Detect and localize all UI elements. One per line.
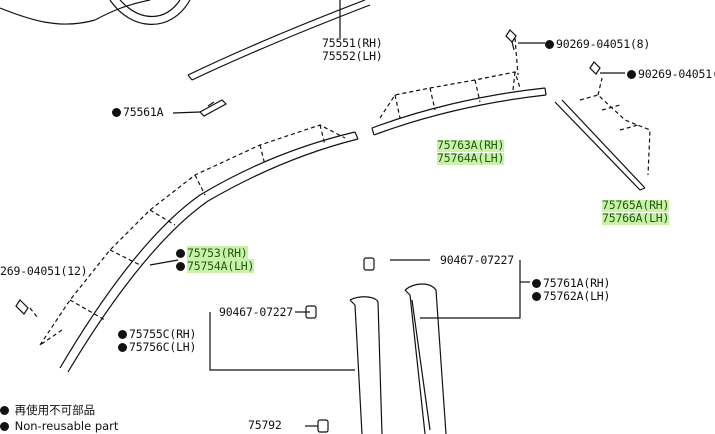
label-75552: 75552(LH) xyxy=(322,49,383,63)
leader-lines xyxy=(149,0,530,427)
rear-pillar-garnish xyxy=(404,283,447,434)
non-reusable-dot xyxy=(176,262,185,271)
label-75764a: 75764A(LH) xyxy=(437,151,505,165)
label-75762a: 75762A(LH) xyxy=(532,290,610,303)
pillar-molding xyxy=(59,131,359,373)
label-75755c: 75755C(RH) xyxy=(118,328,196,341)
label-75763a: 75763A(RH) xyxy=(437,138,505,152)
clip-75561a xyxy=(199,99,227,117)
roof-molding xyxy=(187,0,371,81)
non-reusable-dot xyxy=(118,343,127,352)
center-pillar-garnish xyxy=(349,296,383,434)
label-90269-partial: 90269-04051( xyxy=(627,68,715,81)
front-molding-dashed-box xyxy=(379,37,521,119)
non-reusable-dot xyxy=(176,249,185,258)
non-reusable-dot xyxy=(112,108,121,117)
front-door-molding xyxy=(371,87,547,136)
non-reusable-dot xyxy=(532,292,541,301)
rear-door-molding xyxy=(554,99,646,191)
label-269-04051-12: 269-04051(12) xyxy=(0,264,88,278)
non-reusable-dot xyxy=(545,40,554,49)
label-75753: 75753(RH) xyxy=(176,246,248,260)
screw-3 xyxy=(15,299,29,315)
non-reusable-dot xyxy=(532,279,541,288)
grommet-2 xyxy=(305,305,317,319)
grommet-3 xyxy=(317,419,329,433)
screw-2 xyxy=(589,61,625,75)
label-90269-8: 90269-04051(8) xyxy=(545,38,650,51)
label-90467-lower: 90467-07227 xyxy=(219,305,293,319)
legend-dot xyxy=(0,406,9,415)
label-75766a: 75766A(LH) xyxy=(602,211,670,225)
grommet-1 xyxy=(363,257,375,271)
pillar-dashed-box xyxy=(29,124,346,346)
label-75761a: 75761A(RH) xyxy=(532,277,610,290)
legend-line-en: Non-reusable part xyxy=(0,420,118,433)
legend-dot xyxy=(0,422,9,431)
label-75754a: 75754A(LH) xyxy=(176,259,254,273)
rear-molding-dashed-box xyxy=(579,77,651,176)
label-90467-upper: 90467-07227 xyxy=(440,253,514,267)
screw-1 xyxy=(505,29,545,51)
label-75551: 75551(RH) xyxy=(322,36,383,50)
label-75792: 75792 xyxy=(248,418,282,432)
body-outline xyxy=(0,0,191,25)
non-reusable-dot xyxy=(118,330,127,339)
label-75561a: 75561A xyxy=(112,106,164,119)
label-75765a: 75765A(RH) xyxy=(602,198,670,212)
legend-line-jp: 再使用不可部品 xyxy=(0,404,95,417)
label-75756c: 75756C(LH) xyxy=(118,341,196,354)
non-reusable-dot xyxy=(627,70,636,79)
